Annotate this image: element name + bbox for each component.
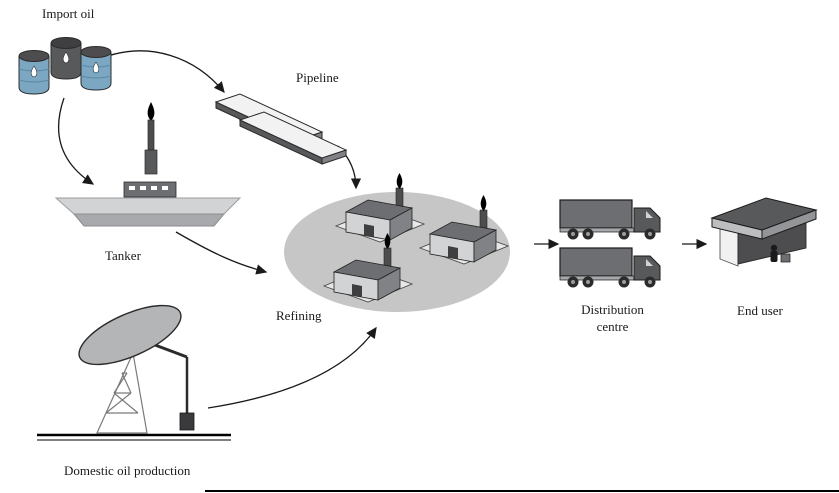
warehouse-building [710,197,818,267]
tanker-hull [54,197,242,227]
pipeline-pipe-lower [238,111,348,165]
oil-pumpjack-icon [37,304,231,441]
tanker-label: Tanker [105,248,141,263]
pumpjack-derrick [96,350,148,434]
truck-top [559,199,661,240]
oil-barrel-blue-left [18,50,50,95]
pumpjack-ground-line [37,433,231,441]
arrow-domestic-to-refining [207,326,377,409]
oil-barrels-icon [18,37,112,95]
pipeline-icon [214,93,348,165]
refinery-building-top [334,173,426,243]
truck-bottom [559,247,661,288]
domestic-oil-production-label: Domestic oil production [64,463,191,478]
pipeline-label: Pipeline [296,70,339,85]
arrow-tanker-to-refining [175,231,268,275]
pumpjack-rod-wellhead [179,357,195,431]
tanker-ship-icon [54,102,242,227]
refinery-building-right [418,195,510,265]
person-figure [770,244,791,263]
arrow-barrels-to-tanker [57,97,95,185]
refining-label: Refining [276,308,322,323]
import-oil-label: Import oil [42,6,95,21]
refinery-icon [284,173,510,312]
bottom-rule [205,490,839,492]
arrow-barrels-to-pipeline [101,50,225,94]
refinery-building-bottom [322,233,414,303]
pumpjack-beam-head [78,304,188,366]
oil-barrel-dark [50,37,82,80]
tanker-flare-stack [144,102,158,175]
tanker-bridge [123,181,177,198]
end-user-label: End user [737,303,783,318]
distribution-centre-label: Distribution centre [581,302,644,334]
warehouse-icon [710,197,818,267]
oil-barrel-blue-right [80,46,112,91]
trucks-icon [559,199,661,288]
